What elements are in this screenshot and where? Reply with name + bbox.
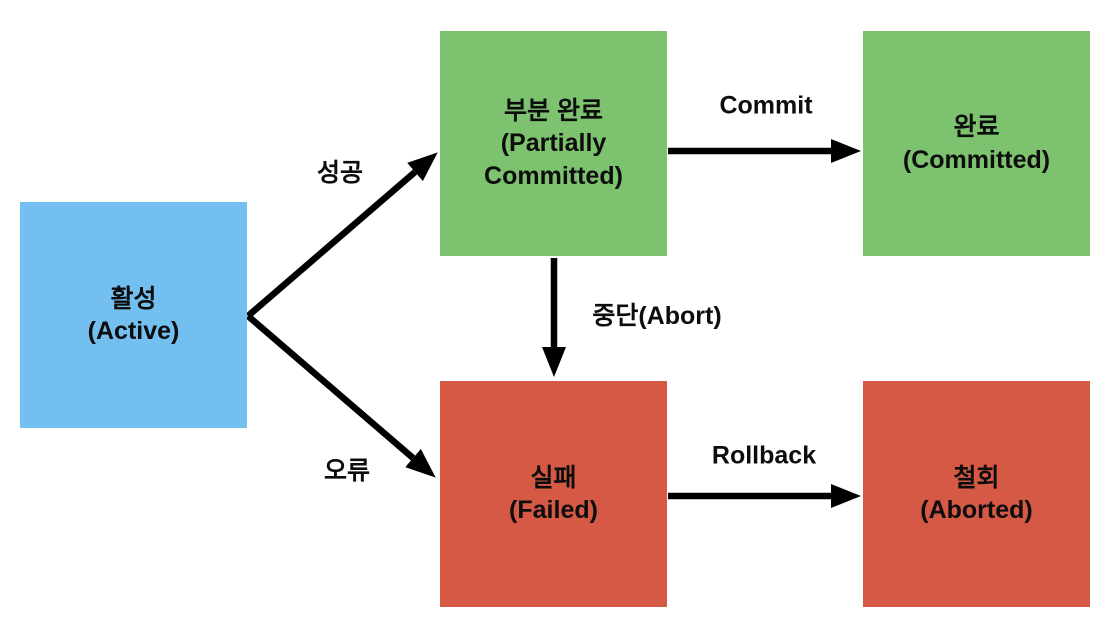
node-partially-committed-label-en: (Partially Committed) bbox=[484, 129, 623, 190]
node-aborted-label-ko: 철회 bbox=[953, 463, 1000, 492]
node-partially-committed-label-ko: 부분 완료 bbox=[504, 96, 603, 125]
node-failed-label-en: (Failed) bbox=[509, 496, 598, 524]
arrow-active-to-failed bbox=[245, 313, 436, 478]
node-active: 활성 (Active) bbox=[20, 202, 247, 428]
node-partially-committed: 부분 완료 (Partially Committed) bbox=[440, 31, 667, 256]
node-failed: 실패 (Failed) bbox=[440, 381, 667, 607]
node-aborted-label-en: (Aborted) bbox=[920, 496, 1033, 524]
edge-label-commit: Commit bbox=[719, 91, 813, 120]
edge-label-rollback: Rollback bbox=[711, 441, 817, 470]
node-failed-label-ko: 실패 bbox=[530, 463, 577, 492]
node-committed: 완료 (Committed) bbox=[863, 31, 1090, 256]
node-committed-label-ko: 완료 bbox=[953, 113, 1000, 141]
node-active-label-ko: 활성 bbox=[110, 284, 157, 313]
edge-label-error: 오류 bbox=[323, 457, 371, 485]
node-active-label-en: (Active) bbox=[87, 317, 180, 345]
arrow-active-to-partial bbox=[245, 152, 438, 319]
edge-label-abort: 중단(Abort) bbox=[592, 302, 722, 330]
node-aborted: 철회 (Aborted) bbox=[863, 381, 1090, 607]
edge-label-success: 성공 bbox=[316, 159, 364, 187]
node-committed-label-en: (Committed) bbox=[902, 145, 1051, 174]
